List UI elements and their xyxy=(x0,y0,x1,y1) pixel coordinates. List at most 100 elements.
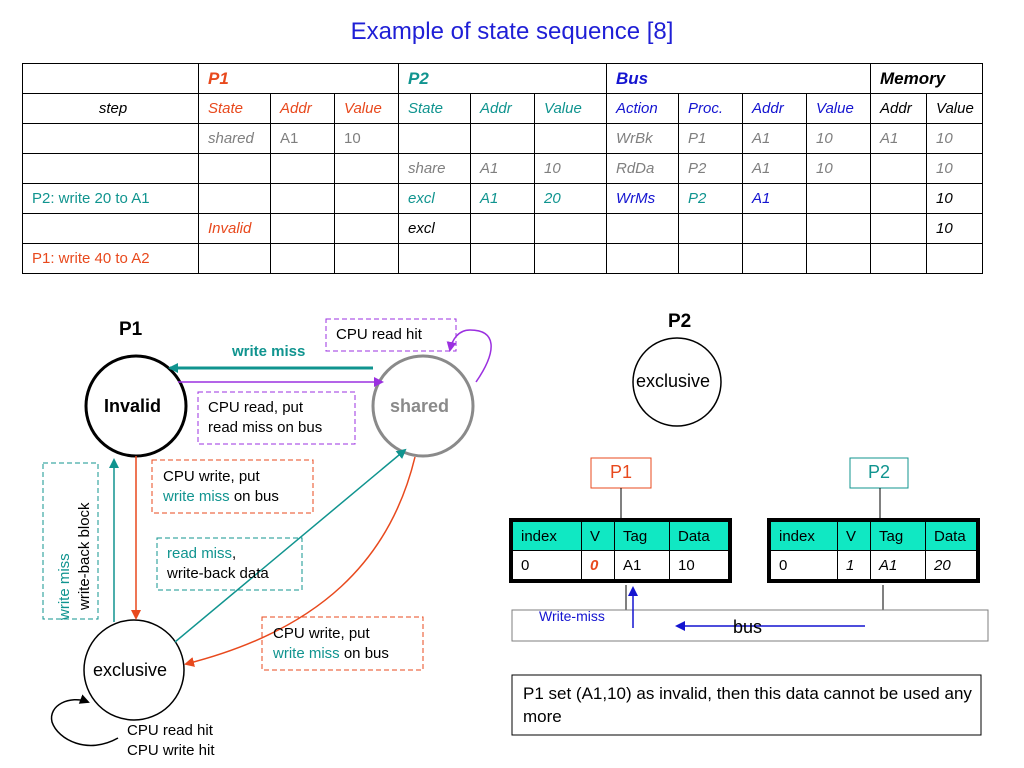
label-read-miss-tail: , xyxy=(232,545,237,562)
subheader-p1-addr: Addr xyxy=(270,93,335,124)
cell: A1 xyxy=(742,183,807,214)
cell: 10 xyxy=(926,213,983,244)
arrow-exclusive-self-loop xyxy=(50,694,119,747)
cache-cell-index: 0 xyxy=(512,550,582,580)
cell xyxy=(806,243,871,274)
p2-cache-table: index V Tag Data 0 1 A1 20 xyxy=(767,518,980,583)
cache-cell-v: 1 xyxy=(837,550,871,580)
table-corner-cell xyxy=(22,63,199,94)
cache-header-data: Data xyxy=(669,521,729,551)
cell: 10 xyxy=(806,153,871,184)
cell: A1 xyxy=(742,123,807,154)
subheader-bus-proc: Proc. xyxy=(678,93,743,124)
slide-title: Example of state sequence [8] xyxy=(350,18,674,45)
cell: P2 xyxy=(678,183,743,214)
label-cpu-read-line2: read miss on bus xyxy=(208,419,323,436)
note-text: P1 set (A1,10) as invalid, then this dat… xyxy=(523,684,972,726)
label-cpu-read-line1: CPU read, put xyxy=(208,399,304,416)
cell: A1 xyxy=(742,153,807,184)
frame-cpu-read-hit xyxy=(325,318,457,352)
cell xyxy=(398,243,471,274)
cache-cell-data: 20 xyxy=(925,550,977,580)
fsm-title: P1 xyxy=(119,319,143,340)
label-read-miss-line1: read miss, xyxy=(167,544,236,564)
group-header-p1: P1 xyxy=(198,63,399,94)
state-exclusive-label: exclusive xyxy=(93,660,168,680)
table-group-header-row: P1 P2 Bus Memory xyxy=(22,63,983,94)
cell: WrMs xyxy=(606,183,679,214)
cell xyxy=(470,243,535,274)
label-vertical-write-miss: write miss xyxy=(56,553,73,620)
cell: 10 xyxy=(926,183,983,214)
row-step xyxy=(22,123,199,154)
p1-cache-label: P1 xyxy=(609,462,633,482)
cell xyxy=(806,183,871,214)
label-self-loop-line1: CPU read hit xyxy=(127,722,213,739)
write-miss-label: Write-miss xyxy=(539,608,605,624)
row-step xyxy=(22,213,199,244)
table-row: shared A1 10 WrBk P1 A1 10 A1 10 xyxy=(22,123,983,154)
label-cpu-write2-line1: CPU write, put xyxy=(273,625,370,642)
cache-cell-data: 10 xyxy=(669,550,729,580)
state-sequence-table: P1 P2 Bus Memory step State Addr Value S… xyxy=(22,63,983,274)
cell xyxy=(470,123,535,154)
label-cpu-write1-tail: on bus xyxy=(229,488,279,505)
table-row: share A1 10 RdDa P2 A1 10 10 xyxy=(22,153,983,184)
cache-header-row: index V Tag Data xyxy=(770,521,977,551)
cell: shared xyxy=(198,123,271,154)
state-shared-label: shared xyxy=(390,396,450,416)
p2-cache-label: P2 xyxy=(867,462,891,482)
subheader-mem-value: Value xyxy=(926,93,983,124)
label-cpu-write2-wm: write miss xyxy=(273,645,340,662)
cell: 20 xyxy=(534,183,607,214)
label-cpu-read-hit: CPU read hit xyxy=(336,326,422,343)
cache-header-v: V xyxy=(581,521,615,551)
cache-row: 0 0 A1 10 xyxy=(512,550,729,580)
cache-header-data: Data xyxy=(925,521,977,551)
p2-cache-label-box xyxy=(849,457,909,489)
cell: WrBk xyxy=(606,123,679,154)
cache-cell-tag: A1 xyxy=(870,550,926,580)
subheader-p2-state: State xyxy=(398,93,471,124)
cache-header-row: index V Tag Data xyxy=(512,521,729,551)
arrow-cpu-read-hit-loop xyxy=(446,329,492,383)
label-read-miss-line2: write-back data xyxy=(167,565,269,582)
subheader-p2-addr: Addr xyxy=(470,93,535,124)
cache-header-index: index xyxy=(512,521,582,551)
label-self-loop-line2: CPU write hit xyxy=(127,742,215,759)
label-cpu-write1-line2: write miss on bus xyxy=(163,487,279,507)
cell xyxy=(270,243,335,274)
note-box xyxy=(511,674,982,736)
cell xyxy=(534,243,607,274)
cell: A1 xyxy=(470,183,535,214)
cell: Invalid xyxy=(198,213,271,244)
cell xyxy=(926,243,983,274)
frame-cpu-write-1 xyxy=(151,459,314,514)
cache-header-tag: Tag xyxy=(614,521,670,551)
label-cpu-write2-tail: on bus xyxy=(339,645,389,662)
p1-cache-table: index V Tag Data 0 0 A1 10 xyxy=(509,518,732,583)
cache-cell-v: 0 xyxy=(581,550,615,580)
row-step xyxy=(22,153,199,184)
label-write-miss-top: write miss xyxy=(232,343,306,360)
subheader-p1-value: Value xyxy=(334,93,399,124)
p2-state-circle xyxy=(632,337,722,427)
cache-cell-index: 0 xyxy=(770,550,838,580)
cache-header-v: V xyxy=(837,521,871,551)
table-row: P1: write 40 to A2 xyxy=(22,243,983,274)
arrow-cpu-write-shared-to-exclusive xyxy=(184,456,416,667)
cell: 10 xyxy=(534,153,607,184)
cache-header-index: index xyxy=(770,521,838,551)
subheader-bus-action: Action xyxy=(606,93,679,124)
cell xyxy=(270,183,335,214)
arrow-read-miss-exclusive-to-shared xyxy=(174,448,407,643)
frame-cpu-read xyxy=(197,391,356,445)
cell xyxy=(678,243,743,274)
cell xyxy=(198,243,271,274)
cache-row: 0 1 A1 20 xyxy=(770,550,977,580)
cell: A1 xyxy=(270,123,335,154)
table-subheader-row: step State Addr Value State Addr Value A… xyxy=(22,93,983,124)
cell: P2 xyxy=(678,153,743,184)
cache-header-tag: Tag xyxy=(870,521,926,551)
cell: excl xyxy=(398,213,471,244)
